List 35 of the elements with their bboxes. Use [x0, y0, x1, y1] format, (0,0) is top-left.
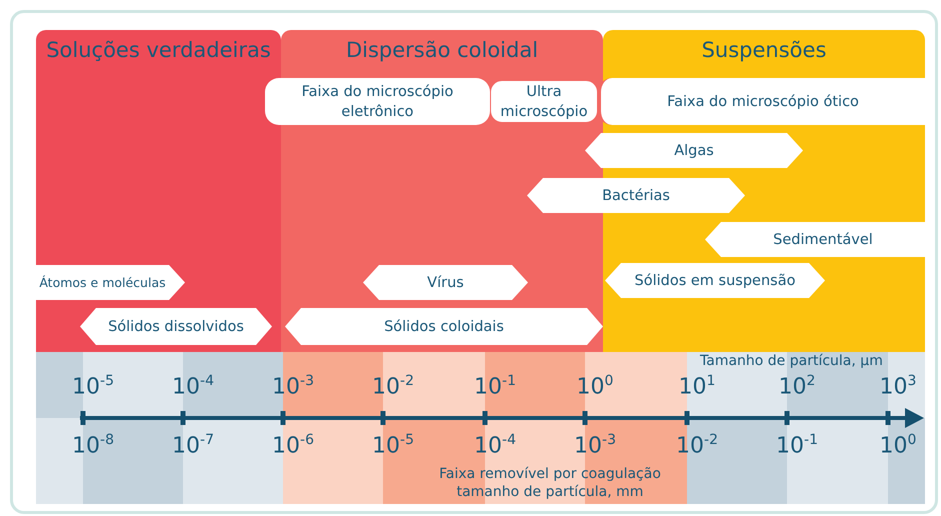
tick-label: 10$^{-1}$	[776, 432, 818, 458]
region-heading: Dispersão coloidal	[344, 38, 540, 62]
tick-label: 10$^{-8}$	[72, 432, 114, 458]
range-bar: Bactérias	[527, 178, 745, 213]
tick-label: 10$^{0}$	[576, 373, 614, 400]
range-bar: Sólidos coloidais	[285, 308, 603, 345]
tick-label: 10$^{1}$	[678, 373, 716, 400]
tick-label: 10$^{-5}$	[72, 373, 114, 400]
range-bar: Átomos e moléculas	[36, 265, 185, 300]
tick-label: 10$^{2}$	[778, 373, 816, 400]
tick-label: 10$^{-3}$	[272, 373, 314, 400]
range-box: Ultra microscópio	[488, 78, 600, 125]
tick-label: 10$^{3}$	[880, 373, 916, 400]
tick-label: 10$^{-4}$	[474, 432, 516, 458]
tick-label: 10$^{-5}$	[372, 432, 414, 458]
tick-label: 10$^{-7}$	[172, 432, 214, 458]
region-heading: Soluções verdadeiras	[45, 38, 272, 62]
tick-label: 10$^{-1}$	[474, 373, 516, 400]
tick-label: 10$^{-6}$	[272, 432, 314, 458]
region-panel	[36, 30, 281, 352]
axis-title: Tamanho de partícula, μm	[700, 353, 883, 369]
tick-label: 10$^{-2}$	[676, 432, 718, 458]
range-bar: Sedimentável	[705, 222, 925, 257]
range-box: Faixa do microscópio ótico	[598, 78, 925, 125]
range-bar: Vírus	[363, 265, 528, 300]
region-heading: Suspensões	[700, 38, 828, 62]
tick-label: 10$^{-2}$	[372, 373, 414, 400]
range-bar: Sólidos em suspensão	[605, 263, 825, 298]
tick-label: 10$^{-4}$	[172, 373, 214, 400]
tick-label: 10$^{0}$	[880, 432, 916, 458]
axis-title: Faixa removível por coagulação tamanho de partícula, mm	[438, 465, 662, 501]
range-bar: Sólidos dissolvidos	[80, 308, 272, 345]
tick-label: 10$^{-3}$	[574, 432, 616, 458]
range-box: Faixa do microscópio eletrônico	[265, 78, 490, 125]
range-bar: Algas	[585, 133, 803, 168]
